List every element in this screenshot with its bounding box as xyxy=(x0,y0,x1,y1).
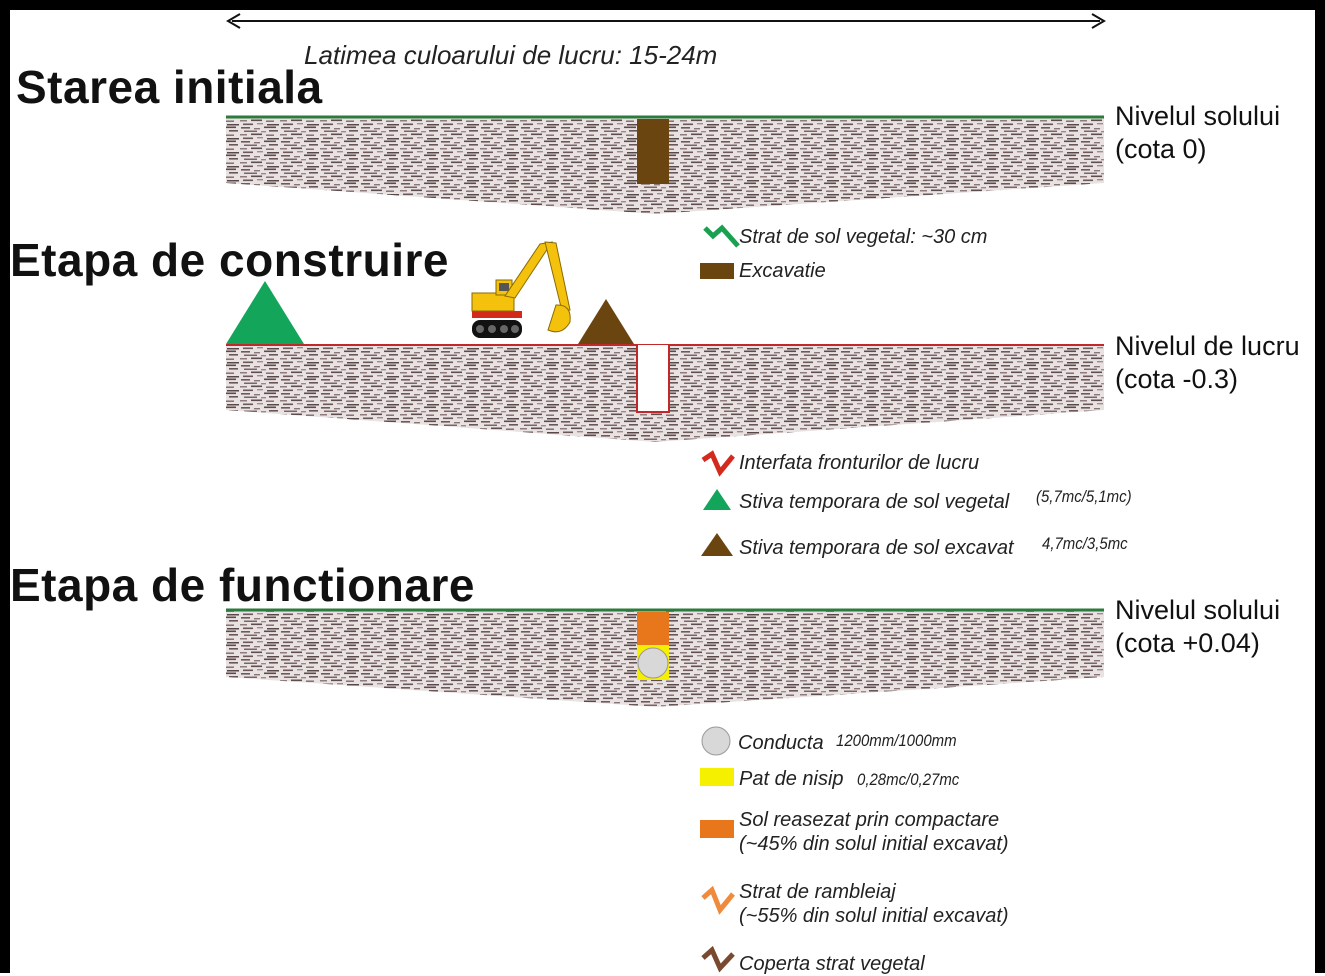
section-title-operation: Etapa de functionare xyxy=(10,559,475,611)
level-label-construction-line1: Nivelul de lucru xyxy=(1115,331,1300,361)
legend-label-excavation: Excavatie xyxy=(739,260,826,282)
width-label: Latimea culoarului de lucru: 15-24m xyxy=(304,40,718,70)
legend-symbol-topsoil-layer xyxy=(703,224,740,248)
legend-symbol-pipe xyxy=(701,726,731,756)
level-label-operation-line2: (cota +0.04) xyxy=(1115,628,1260,658)
legend-symbol-excavated-pile xyxy=(701,533,733,556)
legend-symbol-excavation xyxy=(700,263,734,279)
legend-symbol-work-interface xyxy=(701,450,735,477)
legend-symbol-sand-bed xyxy=(700,768,734,786)
level-label-initial-line2: (cota 0) xyxy=(1115,134,1207,164)
legend-symbol-topsoil-cover xyxy=(701,945,735,973)
topsoil-pile-triangle xyxy=(226,281,304,344)
legend-label-pipe: Conducta xyxy=(738,732,824,754)
level-label-operation-line1: Nivelul solului xyxy=(1115,595,1281,625)
excavated-pile-triangle xyxy=(578,299,634,344)
initial-excavation-column xyxy=(637,119,669,184)
level-label-initial-line1: Nivelul solului xyxy=(1115,101,1281,131)
legend-label-work-interface: Interfata fronturilor de lucru xyxy=(739,452,980,474)
section-title-initial: Starea initiala xyxy=(16,61,323,113)
operation-soil-section xyxy=(226,608,1104,707)
excavator-icon xyxy=(471,241,571,338)
legend-label-sand-bed: Pat de nisip xyxy=(739,768,844,790)
legend-symbol-topsoil-pile xyxy=(703,489,731,510)
legend-label-topsoil-cover: Coperta strat vegetal xyxy=(739,953,925,975)
legend-value-excavated-pile: 4,7mc/3,5mc xyxy=(1042,534,1128,553)
legend-label-backfill: Strat de rambleiaj (~55% din solul initi… xyxy=(739,880,1009,928)
legend-label-topsoil-layer: Strat de sol vegetal: ~30 cm xyxy=(739,226,988,248)
level-label-construction-line2: (cota -0.3) xyxy=(1115,364,1239,394)
legend-symbol-compacted-soil xyxy=(700,820,734,838)
pipe-circle xyxy=(637,647,669,679)
legend-label-compacted-soil: Sol reasezat prin compactare (~45% din s… xyxy=(739,808,1009,856)
legend-value-topsoil-pile: (5,7mc/5,1mc) xyxy=(1036,487,1132,506)
width-dimension-arrow xyxy=(226,13,1106,29)
legend-symbol-backfill xyxy=(701,885,735,915)
legend-label-excavated-pile: Stiva temporara de sol excavat xyxy=(739,537,1014,559)
initial-soil-section xyxy=(226,115,1104,214)
legend-label-backfill-line1: Strat de rambleiaj xyxy=(739,881,896,903)
legend-label-backfill-line2: (~55% din solul initial excavat) xyxy=(739,905,1009,927)
construction-soil-section xyxy=(226,281,1104,442)
legend-label-topsoil-pile: Stiva temporara de sol vegetal xyxy=(739,491,1010,513)
section-title-construction: Etapa de construire xyxy=(10,234,449,286)
trench-outline xyxy=(636,345,670,413)
legend-label-compacted-soil-line2: (~45% din solul initial excavat) xyxy=(739,833,1009,855)
legend-label-compacted-soil-line1: Sol reasezat prin compactare xyxy=(739,809,1000,831)
legend-value-pipe: 1200mm/1000mm xyxy=(836,731,957,750)
legend-value-sand-bed: 0,28mc/0,27mc xyxy=(857,770,960,789)
